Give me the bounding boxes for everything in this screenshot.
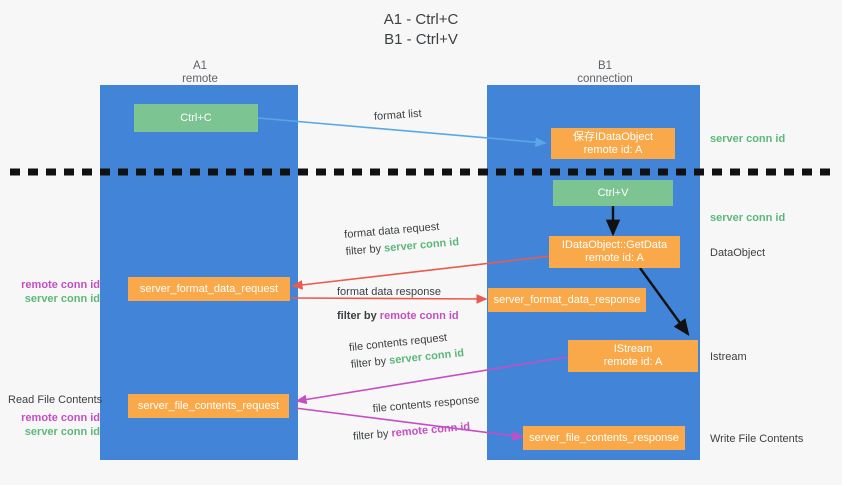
flow-group-format-data-request: format data request filter by server con… (344, 218, 460, 259)
box-saved-idataobject-line1: 保存IDataObject (572, 130, 654, 143)
server-conn-id-token-2b: server conn id (388, 347, 465, 367)
left-label-read-file-contents: Read File Contents (8, 394, 103, 406)
box-istream[interactable]: IStream remote id: A (568, 340, 698, 372)
right-label-server-conn-id-1: server conn id (710, 133, 786, 145)
phase-separator-dashed-line (10, 168, 832, 176)
right-label-istream: Istream (710, 351, 747, 363)
column-b1-sub: connection (577, 73, 633, 85)
column-b1-name: B1 (597, 60, 613, 72)
flow-filter-format-data-response: filter by remote conn id (337, 309, 459, 323)
server-conn-id-token-2: server conn id (389, 347, 465, 367)
left-label-server-conn-id-2: server conn id (24, 426, 100, 438)
box-server-file-contents-request-label: server_file_contents_request (137, 399, 280, 412)
box-server-format-data-request-label: server_format_data_request (139, 282, 279, 295)
flow-group-file-contents-response: file contents response filter by remote … (350, 393, 482, 444)
box-saved-idataobject[interactable]: 保存IDataObject remote id: A (551, 128, 675, 159)
left-label-group-file: remote conn id server conn id (8, 411, 100, 439)
page-title: A1 - Ctrl+C B1 - Ctrl+V (0, 10, 842, 50)
remote-conn-id-token-2: remote conn id (390, 420, 471, 440)
left-label-remote-conn-id-1: remote conn id (21, 279, 100, 291)
box-server-format-data-response[interactable]: server_format_data_response (488, 288, 646, 312)
filter-by-text-3: filter by (350, 354, 390, 371)
column-header-a1: A1 remote (140, 60, 260, 86)
box-server-file-contents-request[interactable]: server_file_contents_request (128, 394, 289, 418)
flow-group-format-data-response: format data response filter by remote co… (337, 285, 459, 323)
left-label-group-format: remote conn id server conn id (8, 278, 100, 306)
title-line-2: B1 - Ctrl+V (384, 31, 458, 48)
box-idataobject-getdata-line2: remote id: A (585, 252, 644, 264)
left-label-server-conn-id-1: server conn id (24, 293, 100, 305)
flow-label-format-list-text: format list (373, 107, 422, 123)
flow-label-format-list: format list (374, 107, 423, 124)
flow-group-file-contents-request: file contents request filter by server c… (348, 329, 464, 372)
filter-by-text-4: filter by (352, 427, 393, 443)
box-saved-idataobject-line2: remote id: A (583, 143, 643, 156)
server-conn-id-token-1: server conn id (383, 236, 460, 255)
box-ctrl-c-label: Ctrl+C (180, 111, 212, 124)
left-label-remote-conn-id-2: remote conn id (21, 412, 100, 424)
box-server-format-data-request[interactable]: server_format_data_request (128, 277, 290, 301)
flow-label-format-data-response: format data response (337, 286, 441, 298)
column-header-b1: B1 connection (545, 60, 665, 86)
filter-by-text-1: filter by (345, 242, 385, 258)
box-server-file-contents-response-label: server_file_contents_response (529, 431, 679, 444)
right-label-dataobject: DataObject (710, 247, 766, 259)
box-istream-line2: remote id: A (603, 356, 663, 368)
box-server-format-data-response-label: server_format_data_response (493, 293, 641, 306)
column-a1-sub: remote (182, 73, 218, 85)
flow-filter-file-contents-response: filter by remote conn id (353, 419, 483, 444)
right-label-write-file-contents: Write File Contents (710, 433, 804, 445)
box-server-file-contents-response[interactable]: server_file_contents_response (523, 426, 685, 450)
box-ctrl-v-label: Ctrl+V (597, 186, 629, 199)
box-ctrl-v[interactable]: Ctrl+V (553, 180, 673, 206)
box-istream-line1: IStream (613, 343, 653, 355)
flow-label-file-contents-response: file contents response (372, 393, 480, 416)
remote-conn-id-token-1: remote conn id (379, 310, 459, 322)
column-a1-name: A1 (192, 60, 208, 72)
box-ctrl-c[interactable]: Ctrl+C (134, 104, 258, 132)
box-idataobject-getdata-line1: IDataObject::GetData (561, 239, 668, 251)
filter-by-text-2: filter by (337, 310, 380, 322)
title-line-1: A1 - Ctrl+C (383, 11, 459, 28)
right-label-server-conn-id-2: server conn id (710, 212, 786, 224)
box-idataobject-getdata[interactable]: IDataObject::GetData remote id: A (549, 236, 680, 268)
